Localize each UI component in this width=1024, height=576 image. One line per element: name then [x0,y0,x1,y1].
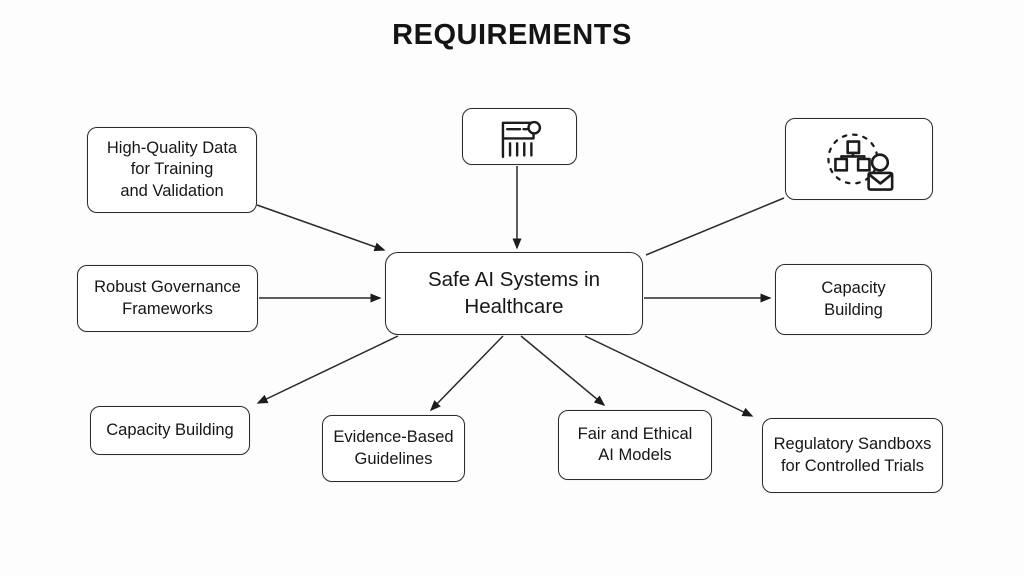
center-node-label: Safe AI Systems in Healthcare [427,267,601,318]
node-label: Evidence-Based Guidelines [333,428,454,468]
node-center-safe-ai-systems: Safe AI Systems in Healthcare [385,252,643,335]
connector-network-icon-to-center [645,197,785,256]
node-label: Fair and Ethical AI Models [577,424,693,464]
node-robust-governance: Robust Governance Frameworks [77,265,258,332]
node-capacity-building-right: Capacity Building [775,264,932,335]
node-capacity-building-left: Capacity Building [90,406,250,455]
node-label: Regulatory Sandboxs for Controlled Trial… [773,435,932,475]
node-regulatory-sandboxs: Regulatory Sandboxs for Controlled Trial… [762,418,943,493]
node-high-quality-data: High-Quality Data for Training and Valid… [87,127,257,213]
connector-center-to-regulatory [584,335,754,417]
page-title: REQUIREMENTS [392,19,632,51]
org-network-contact-icon [827,133,894,191]
connector-center-to-evidence [429,335,504,412]
node-label: Capacity Building [106,420,234,439]
connector-center-to-fair [520,335,606,406]
node-fair-ethical-ai-models: Fair and Ethical AI Models [558,410,712,480]
node-label: Robust Governance Frameworks [94,278,241,318]
connector-high-quality-to-center [256,204,386,252]
node-evidence-based-guidelines: Evidence-Based Guidelines [322,415,465,482]
report-audit-icon [501,120,541,158]
node-label: High-Quality Data for Training and Valid… [106,139,238,200]
node-report-icon-box [462,108,577,165]
node-network-icon-box [785,118,933,200]
connector-center-to-capacity-left [256,335,399,404]
node-label: Capacity Building [821,279,886,319]
